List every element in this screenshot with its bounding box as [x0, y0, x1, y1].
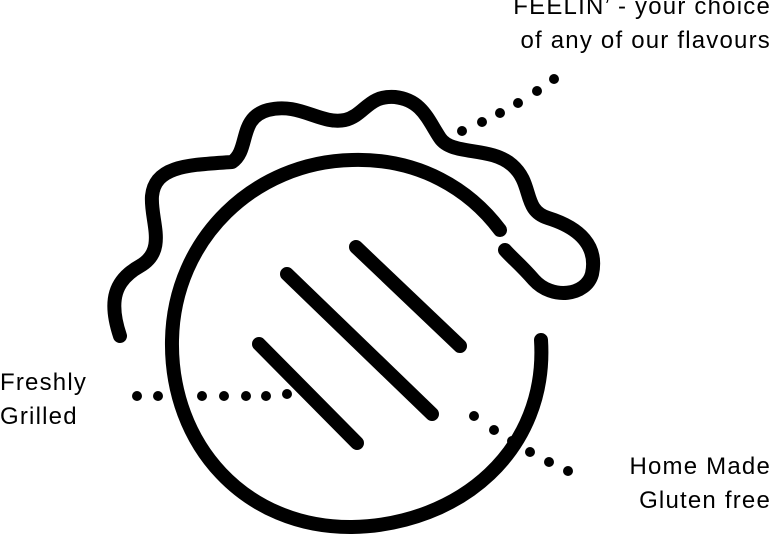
leader-dots-home-made	[469, 411, 573, 476]
label-home-made-line1: Home Made	[629, 453, 771, 480]
label-home-made-line2: Gluten free	[639, 487, 771, 514]
leader-dots-flavours	[457, 74, 559, 136]
label-flavours: FEELIN’ - your choice of any of our flav…	[513, 0, 771, 58]
grill-stripe-2	[280, 267, 439, 421]
grill-stripe-1	[349, 240, 467, 353]
grill-stripe-3	[252, 337, 364, 450]
label-home-made: Home Made Gluten free	[629, 450, 771, 518]
leader-dots-grilled	[132, 389, 292, 401]
label-grilled-line2: Grilled	[0, 403, 78, 430]
wavy-crust-outline	[107, 89, 601, 343]
label-flavours-line1: FEELIN’ - your choice	[513, 0, 771, 20]
plate-circle	[164, 152, 549, 535]
label-grilled: Freshly Grilled	[0, 366, 87, 434]
label-flavours-line2: of any of our flavours	[520, 27, 771, 54]
label-grilled-line1: Freshly	[0, 369, 88, 396]
